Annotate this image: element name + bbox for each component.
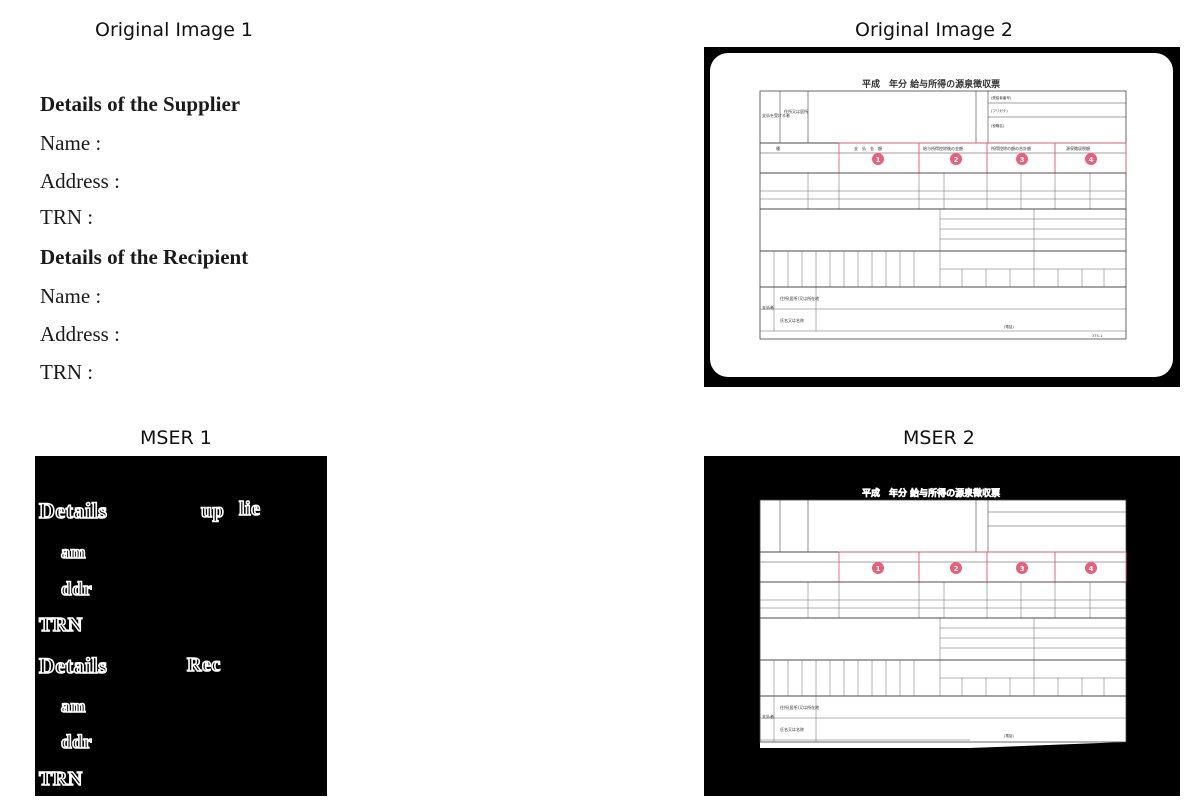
paper-sheet [710, 53, 1173, 377]
recipient-heading: Details of the Recipient [40, 245, 249, 269]
panel-title-mser-1: MSER 1 [140, 427, 212, 449]
mser-marker-1-badge [872, 562, 884, 574]
mser-image-2: 平成 年分 給与所得の源泉徴収票 1 2 3 4 [704, 456, 1180, 796]
mser-marker-4-number: 4 [1089, 565, 1094, 573]
mser-region-details-1: Details [38, 497, 108, 524]
payer-address-label: 住所(居所)又は所在地 [780, 295, 819, 301]
mser-region-lie: lie [238, 497, 261, 521]
panel-title-mser-2: MSER 2 [903, 427, 975, 449]
mser-region-address-1: ddr [60, 578, 93, 601]
panel-title-original-1: Original Image 1 [95, 19, 254, 41]
marker-3-number: 3 [1020, 156, 1025, 164]
mser-region-details-2: Details [38, 652, 108, 679]
payee-label: 支払を受ける者 [762, 112, 790, 118]
form-number: 375-1 [1092, 334, 1102, 338]
marker-1-badge [872, 153, 884, 165]
role-label: (役職名) [991, 123, 1005, 128]
mser-region-rec: Rec [186, 653, 221, 677]
mser-region-trn-2: TRN [38, 767, 83, 791]
mser-payer-address-label: 住所(居所)又は所在地 [780, 704, 819, 710]
recipient-trn-label: TRN : [40, 360, 94, 384]
after-deduction-label: 給与所得控除後の金額 [923, 145, 963, 151]
mser-payer-label: 支払者 [762, 713, 774, 719]
marker-2-number: 2 [954, 156, 959, 164]
supplier-address-label: Address : [40, 169, 120, 193]
mser-marker-3-number: 3 [1020, 565, 1025, 573]
payer-label: 支払者 [762, 304, 774, 310]
mser-region-address-2: ddr [60, 731, 93, 754]
mser-marker-3-badge [1016, 562, 1028, 574]
payer-name-label: 氏名又は名称 [780, 317, 804, 323]
recipient-address-label: Address : [40, 322, 120, 346]
payer-tel-label: (電話) [1004, 324, 1014, 329]
mser-payer-name-label: 氏名又は名称 [780, 726, 804, 732]
marker-4-number: 4 [1089, 156, 1094, 164]
payee-address-label: 住所又は居所 [784, 108, 808, 114]
mser-marker-2-badge [950, 562, 962, 574]
tax-form-mser: 平成 年分 給与所得の源泉徴収票 1 2 3 4 [759, 487, 1127, 748]
panel-title-original-2: Original Image 2 [855, 19, 1014, 41]
tax-form-original: 平成 年分 給与所得の源泉徴収票 支払を受ける者 住所又は居所 (受給者番号) … [759, 78, 1127, 340]
marker-1-number: 1 [876, 156, 881, 164]
mser-image-1: Details up lie am ddr TRN Details Rec am… [35, 456, 327, 796]
original-image-2: 平成 年分 給与所得の源泉徴収票 支払を受ける者 住所又は居所 (受給者番号) … [704, 47, 1180, 387]
supplier-heading: Details of the Supplier [40, 92, 241, 116]
mser-region-name-1: am [60, 541, 86, 563]
withholding-label: 源泉徴収税額 [1066, 145, 1090, 151]
kana-label: (フリガナ) [991, 108, 1008, 113]
mser-region-trn-1: TRN [38, 613, 83, 637]
mser-marker-1-number: 1 [876, 565, 881, 573]
kind-label: 種 [776, 145, 780, 151]
marker-3-badge [1016, 153, 1028, 165]
amount-label: 支 払 金 額 [854, 145, 882, 151]
form-title: 平成 年分 給与所得の源泉徴収票 [862, 78, 1000, 90]
supplier-trn-label: TRN : [40, 205, 94, 229]
supplier-name-label: Name : [40, 131, 102, 155]
mser-region-name-2: am [60, 695, 86, 717]
mser-payer-tel-label: (電話) [1004, 733, 1014, 738]
recipient-name-label: Name : [40, 284, 102, 308]
mser-marker-4-badge [1085, 562, 1097, 574]
recipient-no-label: (受給者番号) [991, 95, 1012, 100]
deduction-total-label: 所得控除の額の合計額 [991, 145, 1031, 151]
mser-region-up: up [200, 499, 225, 523]
marker-2-badge [950, 153, 962, 165]
mser-form-title: 平成 年分 給与所得の源泉徴収票 [862, 487, 1000, 499]
marker-4-badge [1085, 153, 1097, 165]
mser-marker-2-number: 2 [954, 565, 959, 573]
original-image-1: Details of the Supplier Name : Address :… [40, 88, 340, 388]
